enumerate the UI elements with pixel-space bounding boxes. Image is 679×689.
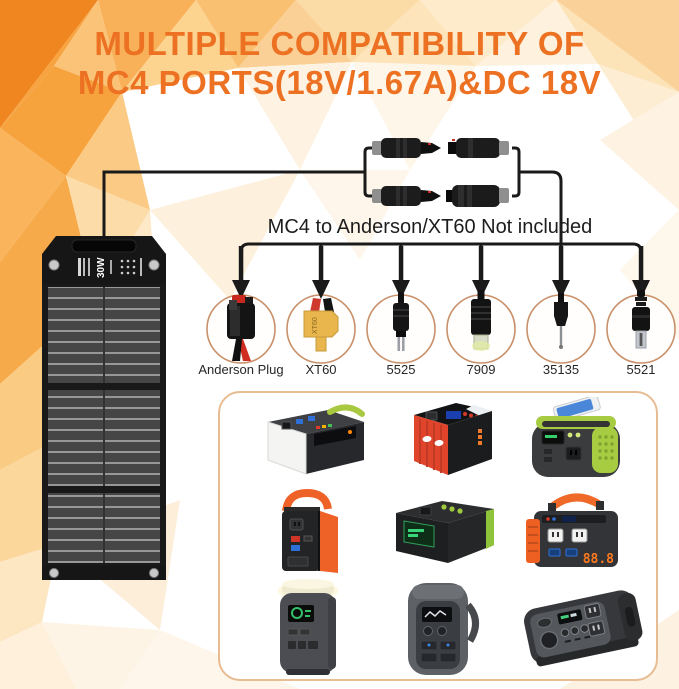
- green-handle: [327, 404, 365, 417]
- mc4-connector-pair-bottom: [372, 185, 509, 207]
- dc7909-plug-icon: [471, 290, 491, 351]
- mc4-output-line: [519, 170, 563, 246]
- down-arrow-icon: [552, 246, 570, 299]
- mc4-left-bracket: [363, 146, 372, 198]
- svg-text:30W: 30W: [96, 257, 107, 278]
- title-line-1: MULTIPLE COMPATIBILITY OF: [94, 25, 585, 62]
- branch-bus-line: [239, 242, 643, 258]
- power-station-orange-accent-888: 88.8: [526, 493, 618, 567]
- connector-label-35135: 35135: [542, 362, 580, 377]
- orange-handle: [549, 493, 603, 511]
- power-display-value: 88.8: [583, 552, 614, 567]
- down-arrows: [232, 246, 650, 299]
- title-line-2: MC4 PORTS(18V/1.67A)&DC 18V: [77, 64, 602, 101]
- power-station-black-green-handle: [267, 404, 365, 475]
- down-arrow-icon: [472, 246, 490, 299]
- panel-section: [42, 284, 166, 386]
- down-arrow-icon: [232, 246, 250, 299]
- power-station-tower-lantern: [278, 579, 338, 675]
- connector-label-5521: 5521: [626, 362, 656, 377]
- power-station-red-black: [414, 403, 492, 475]
- page-title: MULTIPLE COMPATIBILITY OF MC4 PORTS(18V/…: [0, 24, 679, 102]
- power-station-black-green-display: [396, 501, 494, 563]
- down-arrow-icon: [392, 246, 410, 299]
- dc5521-plug-icon: [632, 290, 650, 349]
- dc5525-plug-icon: [393, 292, 409, 351]
- not-included-note: MC4 to Anderson/XT60 Not included: [267, 216, 593, 238]
- cable-lines: [102, 146, 643, 258]
- side-strap: [465, 602, 479, 643]
- mc4-connector-pair-top: [372, 138, 509, 158]
- panel-label: 30W: [78, 257, 142, 278]
- solar-panel: 30W: [42, 236, 166, 580]
- connector-circles: [206, 294, 676, 364]
- anderson-plug-icon: [227, 295, 255, 361]
- solar-cable-line: [102, 170, 365, 246]
- connector-label-7909: 7909: [466, 362, 496, 377]
- power-station-orange-handle-vertical: [282, 488, 338, 573]
- orange-handle: [282, 488, 332, 512]
- down-arrow-icon: [312, 246, 330, 299]
- dc35135-plug-icon: [554, 293, 568, 349]
- svg-text:XT60: XT60: [312, 317, 319, 334]
- xt60-plug-icon: XT60: [303, 298, 339, 352]
- compatible-devices-box: 88.8: [218, 391, 658, 681]
- connector-label-anderson: Anderson Plug: [198, 362, 284, 377]
- power-station-tower-gray: [408, 583, 479, 675]
- power-station-gray-green-wireless-charging: [532, 397, 620, 477]
- panel-section: [42, 489, 166, 566]
- phone: [552, 397, 601, 422]
- panel-section: [42, 386, 166, 489]
- down-arrow-icon: [632, 246, 650, 299]
- mc4-right-bracket: [512, 146, 521, 198]
- power-station-angled-dark: [524, 590, 643, 667]
- connector-label-5525: 5525: [386, 362, 416, 377]
- connector-label-xt60: XT60: [305, 362, 337, 377]
